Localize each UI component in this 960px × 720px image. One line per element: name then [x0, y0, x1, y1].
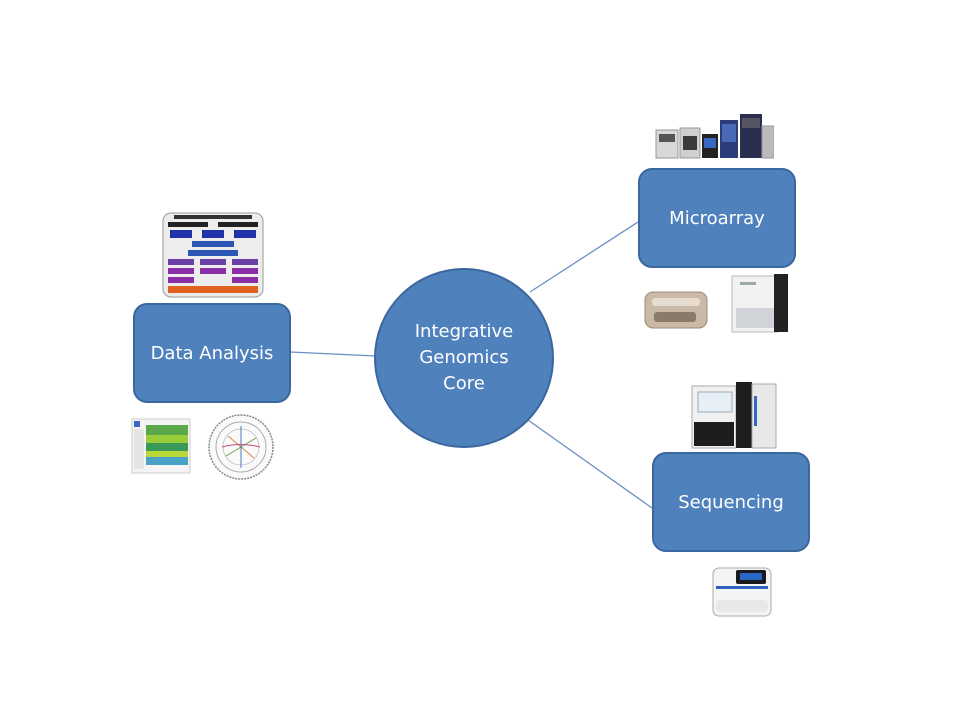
connector-data-analysis — [289, 351, 377, 357]
sequencer-image — [691, 382, 777, 449]
center-label: Integrative Genomics Core — [414, 321, 514, 394]
circos-plot-image — [208, 414, 274, 480]
workflow-chart-image — [162, 212, 264, 298]
data-analysis-node: Data Analysis — [133, 303, 291, 403]
microarray-imager-image — [731, 274, 788, 333]
microarray-instruments-image — [655, 114, 774, 159]
connector-sequencing — [527, 419, 653, 509]
heatmap-image — [131, 418, 191, 474]
connector-microarray — [529, 221, 639, 293]
data-analysis-label: Data Analysis — [150, 342, 274, 364]
microarray-node: Microarray — [638, 168, 796, 268]
sequencing-node: Sequencing — [652, 452, 810, 552]
sequencing-label: Sequencing — [678, 491, 784, 513]
microarray-label: Microarray — [669, 207, 765, 229]
microarray-scanner-image — [644, 291, 708, 329]
center-node: Integrative Genomics Core — [374, 268, 554, 448]
benchtop-sequencer-image — [712, 567, 772, 617]
